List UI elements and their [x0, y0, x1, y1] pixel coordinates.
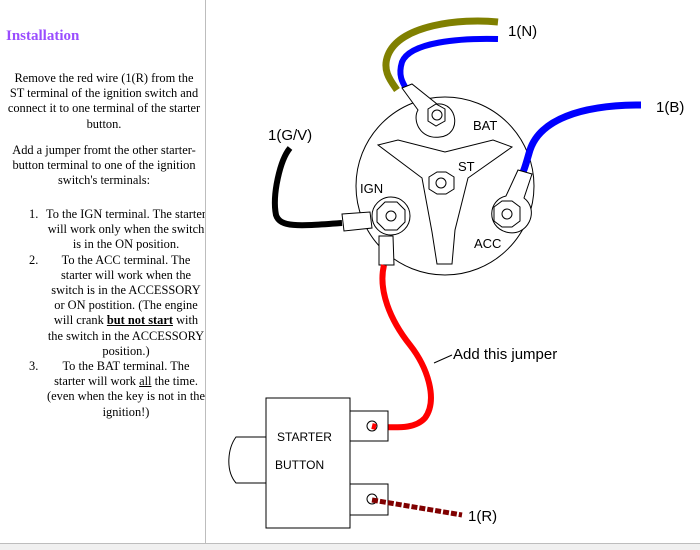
- option-text-before: To the ACC terminal. The starter will wo…: [51, 252, 201, 328]
- starter-label-1: STARTER: [277, 430, 332, 444]
- emphasis-but-not-start: but not start: [106, 313, 173, 328]
- wire-dashed-r: [371, 497, 463, 518]
- panel-divider: [205, 0, 206, 544]
- jumper-callout-line: [433, 354, 453, 364]
- instruction-paragraph-2: Add a jumper fromt the other starter-but…: [12, 143, 196, 188]
- jumper-wire-red: [375, 264, 434, 431]
- ign-bottom-lug: [378, 235, 395, 266]
- starter-button-plunger: [228, 436, 266, 484]
- acc-label: ACC: [474, 236, 501, 251]
- wire-label-n: 1(N): [508, 23, 537, 40]
- wiring-diagram: BAT ST ACC IGN Add this jumper STARTER B…: [228, 17, 684, 529]
- emphasis-all: all: [139, 374, 152, 389]
- st-terminal-stud: [435, 177, 447, 189]
- switch-contact-plate: [376, 139, 514, 265]
- option-text-after: the time. (even when the key is not in t…: [47, 374, 205, 419]
- jumper-label: Add this jumper: [453, 346, 557, 363]
- jumper-wire-end: [371, 423, 377, 430]
- bat-label: BAT: [473, 118, 497, 133]
- options-list: 1. To the IGN terminal. The starter will…: [26, 207, 206, 420]
- option-ign: 1. To the IGN terminal. The starter will…: [26, 207, 206, 253]
- st-label: ST: [458, 159, 475, 174]
- starter-button-body: [265, 397, 351, 529]
- bottom-border: [0, 543, 700, 550]
- ign-terminal-stud: [385, 210, 397, 222]
- wire-olive: [382, 17, 499, 93]
- wire-label-gv: 1(G/V): [268, 127, 312, 144]
- instructions-panel: Installation Remove the red wire (1(R) f…: [0, 0, 206, 544]
- wire-blue-n: [397, 35, 499, 92]
- option-bat: 3. To the BAT terminal. The starter will…: [26, 359, 206, 420]
- option-text: To the IGN terminal. The starter will wo…: [46, 207, 206, 252]
- option-acc: 2. To the ACC terminal. The starter will…: [26, 253, 206, 359]
- option-number: 1.: [29, 207, 39, 221]
- wire-label-b: 1(B): [656, 99, 684, 116]
- wire-black-gv: [272, 146, 343, 229]
- ign-label: IGN: [360, 181, 383, 196]
- wire-label-r: 1(R): [468, 508, 497, 525]
- option-text-before: To the BAT terminal. The starter will wo…: [54, 359, 190, 389]
- wire-blue-b: [519, 101, 642, 174]
- acc-terminal-stud: [501, 208, 513, 220]
- ign-side-lug: [341, 211, 373, 232]
- installation-heading: Installation: [6, 28, 80, 44]
- option-number: 3.: [29, 359, 39, 374]
- starter-label-2: BUTTON: [275, 458, 324, 472]
- option-text-after: with the switch in the ACCESSORY positio…: [47, 313, 205, 358]
- option-number: 2.: [29, 252, 39, 267]
- instruction-paragraph-1: Remove the red wire (1(R) from the ST te…: [7, 71, 201, 131]
- bat-terminal-stud: [431, 109, 443, 121]
